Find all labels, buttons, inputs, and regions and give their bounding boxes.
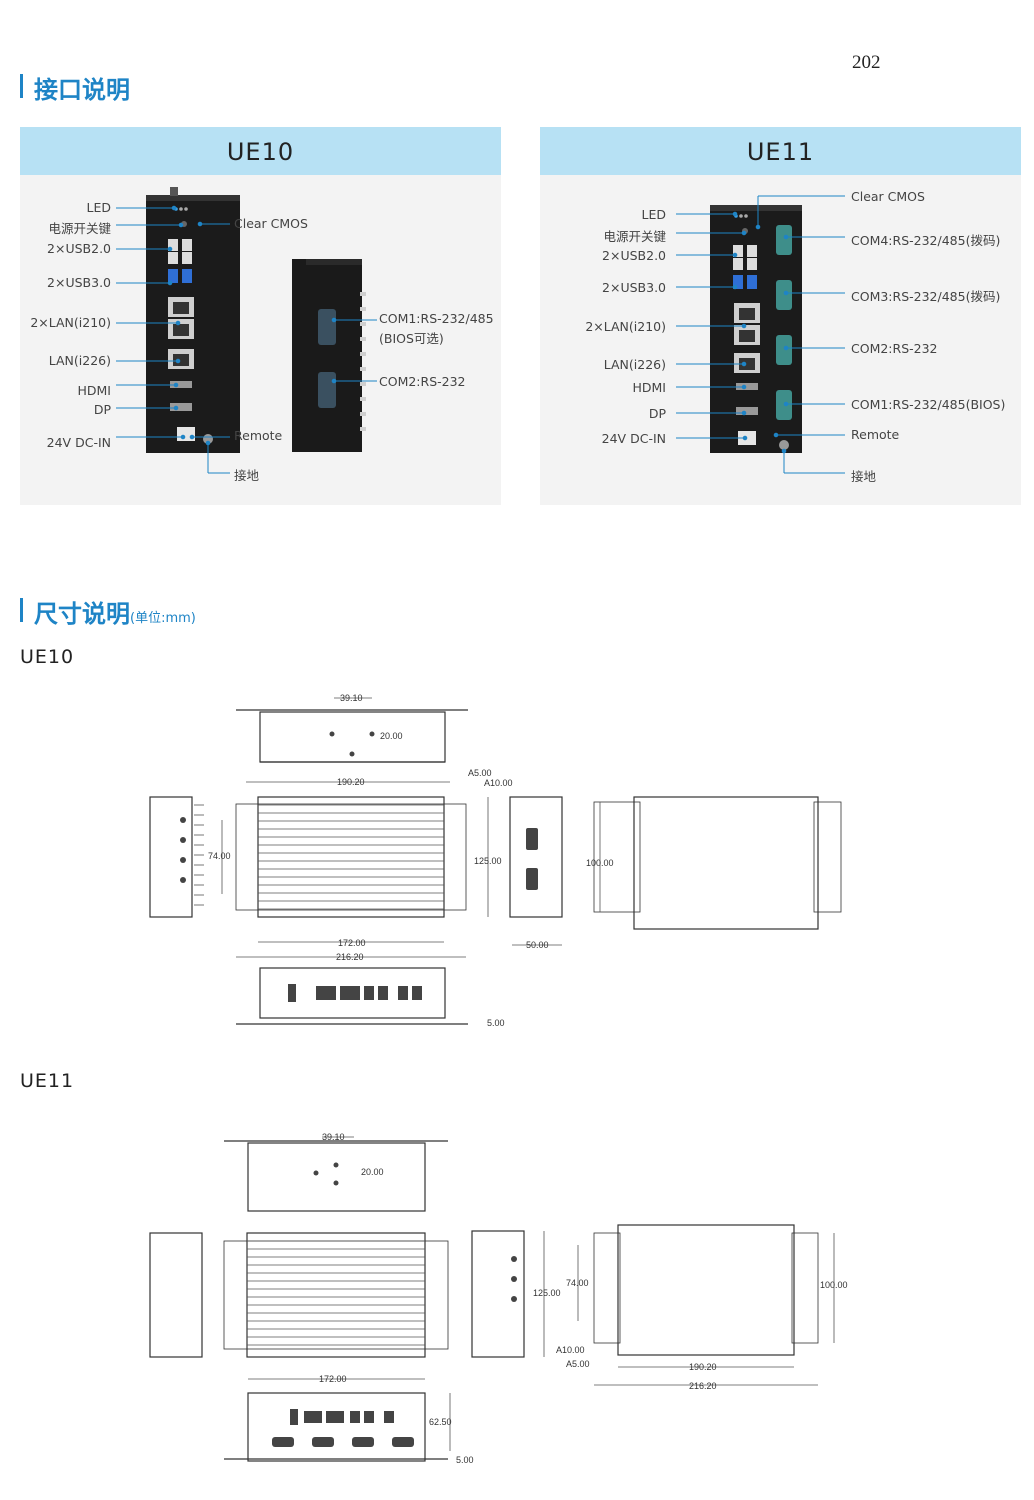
- ue10-lan-i226-label: LAN(i226): [48, 353, 111, 368]
- ue11-lan-i210-label: 2×LAN(i210): [585, 319, 666, 334]
- ue10-hdmi-label: HDMI: [77, 383, 112, 398]
- title-accent-bar: [20, 74, 23, 98]
- ue11-dim-216: 216.20: [689, 1381, 717, 1391]
- ue11-ground-label: 接地: [851, 469, 877, 484]
- ue11-dim-39: 39.10: [322, 1132, 345, 1142]
- ue11-lan-i226-label: LAN(i226): [603, 357, 666, 372]
- ue11-remote-label: Remote: [851, 427, 900, 442]
- ue10-dimension-heading: UE10: [20, 646, 75, 668]
- ue10-dim-125: 125.00: [474, 856, 502, 866]
- ue10-dim-20: 20.00: [380, 731, 403, 741]
- ue11-clear-cmos-label: Clear CMOS: [851, 189, 925, 204]
- ue10-interface-panel: UE10: [20, 127, 501, 505]
- ue10-com1-note: (BIOS可选): [379, 331, 444, 346]
- ue11-com2-label: COM2:RS-232: [851, 341, 938, 356]
- ue10-clear-cmos-label: Clear CMOS: [234, 216, 308, 231]
- ue10-dim-74: 74.00: [208, 851, 231, 861]
- ue11-dc-in-label: 24V DC-IN: [601, 431, 666, 446]
- ue10-dim-50: 50.00: [526, 940, 549, 950]
- ue10-remote-label: Remote: [234, 428, 283, 443]
- interface-section-title: 接口说明: [20, 70, 130, 105]
- ue11-usb3-label: 2×USB3.0: [602, 280, 666, 295]
- ue10-usb3-label: 2×USB3.0: [47, 275, 111, 290]
- ue10-dim-190: 190.20: [337, 777, 365, 787]
- ue11-hdmi-label: HDMI: [632, 380, 667, 395]
- ue11-dim-172: 172.00: [319, 1374, 347, 1384]
- ue10-dim-a5: A5.00: [468, 768, 492, 778]
- ue11-dim-a10: A10.00: [556, 1345, 585, 1355]
- ue10-dimension-drawing: 39.10 20.00 190.20 A5.00 A10.00 74.00 12…: [149, 693, 842, 1028]
- ue11-dim-125: 125.00: [533, 1288, 561, 1298]
- ue10-com2-label: COM2:RS-232: [379, 374, 466, 389]
- ue10-dim-5: 5.00: [487, 1018, 505, 1028]
- ue10-port-illustration: [116, 187, 377, 474]
- ue11-com1-label: COM1:RS-232/485(BIOS): [851, 397, 1006, 412]
- ue10-dim-100: 100.00: [586, 858, 614, 868]
- ue11-dim-62: 62.50: [429, 1417, 452, 1427]
- ue10-ground-label: 接地: [234, 468, 260, 483]
- ue10-lan-i210-label: 2×LAN(i210): [30, 315, 111, 330]
- ue11-led-label: LED: [641, 207, 667, 222]
- ue11-dimension-drawing: 39.10 20.00 125.00 74.00 100.00 A10.00 A…: [149, 1132, 848, 1465]
- ue10-dim-172: 172.00: [338, 938, 366, 948]
- ue11-interface-panel: UE11: [540, 127, 1021, 505]
- ue11-com4-label: COM4:RS-232/485(拨码): [851, 233, 1001, 248]
- ue11-dim-100: 100.00: [820, 1280, 848, 1290]
- ue11-dp-label: DP: [648, 406, 666, 421]
- ue10-power-label: 电源开关键: [48, 221, 111, 236]
- ue11-dim-74: 74.00: [566, 1278, 589, 1288]
- ue10-dp-label: DP: [93, 402, 111, 417]
- ue11-dimension-heading: UE11: [20, 1070, 75, 1092]
- ue10-dim-216: 216.20: [336, 952, 364, 962]
- ue11-dim-5: 5.00: [456, 1455, 474, 1465]
- ue10-dc-in-label: 24V DC-IN: [46, 435, 111, 450]
- ue10-dim-a10: A10.00: [484, 778, 513, 788]
- ue10-com1-label: COM1:RS-232/485: [379, 311, 494, 326]
- ue11-power-label: 电源开关键: [603, 229, 666, 244]
- ue11-dim-190: 190.20: [689, 1362, 717, 1372]
- ue11-port-illustration: [676, 195, 845, 474]
- ue10-dim-39: 39.10: [340, 693, 363, 703]
- ue11-dim-a5: A5.00: [566, 1359, 590, 1369]
- dimension-section-title: 尺寸说明(单位:mm): [20, 594, 196, 629]
- ue10-panel-header: UE10: [20, 127, 501, 175]
- title-accent-bar: [20, 598, 23, 622]
- ue11-dim-20: 20.00: [361, 1167, 384, 1177]
- unit-note: (单位:mm): [130, 611, 196, 626]
- ue10-usb2-label: 2×USB2.0: [47, 241, 111, 256]
- ue11-com3-label: COM3:RS-232/485(拨码): [851, 289, 1001, 304]
- ue11-panel-header: UE11: [540, 127, 1021, 175]
- page-number: 202: [852, 52, 881, 73]
- ue11-usb2-label: 2×USB2.0: [602, 248, 666, 263]
- ue10-led-label: LED: [86, 200, 112, 215]
